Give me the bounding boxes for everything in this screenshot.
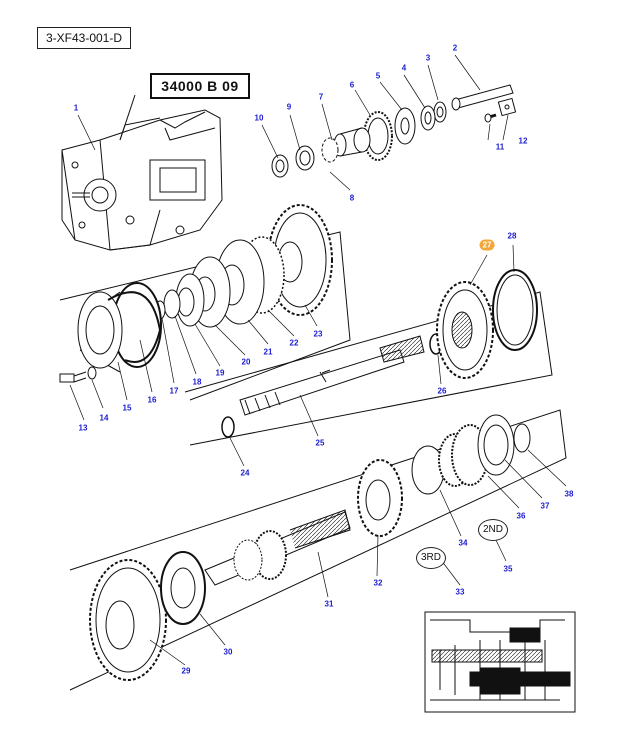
callout-13[interactable]: 13 (78, 423, 88, 433)
callout-33[interactable]: 33 (455, 587, 465, 597)
housing-drawing (61, 94, 223, 251)
callout-3[interactable]: 3 (425, 53, 431, 63)
inset-section-drawing (424, 611, 576, 713)
shaft-2-drawing (451, 84, 517, 123)
callout-15[interactable]: 15 (122, 403, 132, 413)
callout-6[interactable]: 6 (349, 80, 355, 90)
lower-stack-drawing (89, 414, 531, 681)
group-number: 34000 B 09 (150, 73, 250, 99)
callout-17[interactable]: 17 (169, 386, 179, 396)
callout-2[interactable]: 2 (452, 43, 458, 53)
callout-4[interactable]: 4 (401, 63, 407, 73)
mainshaft-drawing (221, 333, 443, 438)
reference-code: 3-XF43-001-D (37, 27, 131, 49)
callout-7[interactable]: 7 (318, 92, 324, 102)
callout-24[interactable]: 24 (240, 468, 250, 478)
callout-22[interactable]: 22 (289, 338, 299, 348)
callout-1[interactable]: 1 (73, 103, 79, 113)
callout-32[interactable]: 32 (373, 578, 383, 588)
callout-20[interactable]: 20 (241, 357, 251, 367)
gear-27-drawing (436, 269, 538, 379)
callout-35[interactable]: 35 (503, 564, 513, 574)
callout-25[interactable]: 25 (315, 438, 325, 448)
cover-drawing (59, 282, 162, 383)
callout-30[interactable]: 30 (223, 647, 233, 657)
upper-stack-drawing (271, 101, 447, 178)
callout-26[interactable]: 26 (437, 386, 447, 396)
callout-9[interactable]: 9 (286, 102, 292, 112)
callout-19[interactable]: 19 (215, 368, 225, 378)
gear-cluster-drawing (154, 204, 333, 328)
callout-36[interactable]: 36 (516, 511, 526, 521)
callout-23[interactable]: 23 (313, 329, 323, 339)
callout-38[interactable]: 38 (564, 489, 574, 499)
frame-middle (184, 291, 553, 446)
gear-label-third: 3RD (416, 547, 446, 569)
callout-8[interactable]: 8 (349, 193, 355, 203)
callout-5[interactable]: 5 (375, 71, 381, 81)
callout-29[interactable]: 29 (181, 666, 191, 676)
callout-27[interactable]: 27 (479, 239, 495, 251)
callout-10[interactable]: 10 (254, 113, 264, 123)
callout-21[interactable]: 21 (263, 347, 273, 357)
callout-12[interactable]: 12 (518, 136, 528, 146)
leader-lines (69, 54, 567, 666)
callout-18[interactable]: 18 (192, 377, 202, 387)
frame-lower (69, 409, 567, 691)
callout-31[interactable]: 31 (324, 599, 334, 609)
gear-label-second: 2ND (478, 519, 508, 541)
callout-16[interactable]: 16 (147, 395, 157, 405)
callout-11[interactable]: 11 (495, 142, 505, 152)
callout-37[interactable]: 37 (540, 501, 550, 511)
callout-28[interactable]: 28 (507, 231, 517, 241)
callout-34[interactable]: 34 (458, 538, 468, 548)
callout-14[interactable]: 14 (99, 413, 109, 423)
